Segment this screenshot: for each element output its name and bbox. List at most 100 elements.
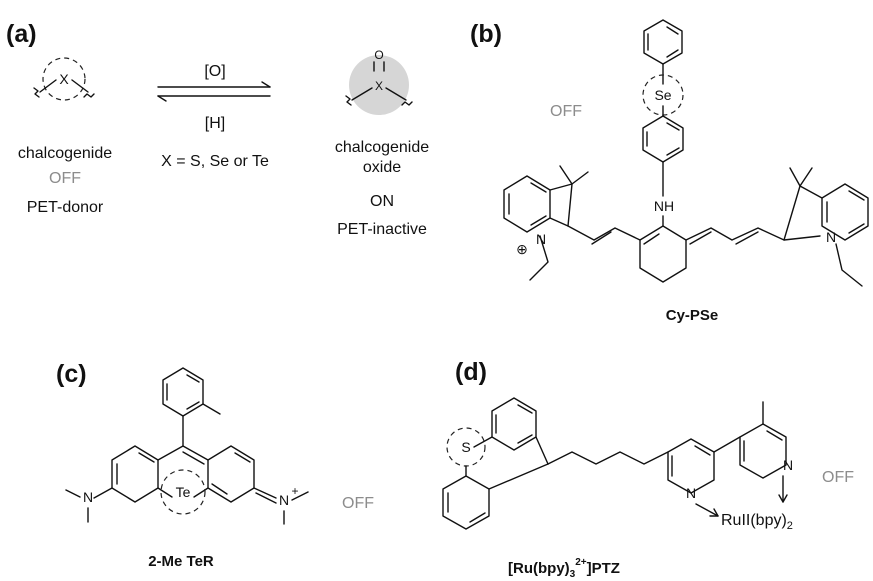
right-n-atom: N [279, 492, 289, 508]
oxidant-label: [O] [204, 63, 225, 80]
left-nme2-methyls [65, 489, 89, 523]
reactant-bond-left [39, 79, 57, 93]
panel-c-label: (c) [56, 360, 87, 388]
telluro-center-double [182, 451, 205, 465]
ptz-bottom-inner-bonds [447, 492, 486, 523]
product-structure: O X [345, 48, 413, 115]
panel-b-label: (b) [470, 20, 502, 48]
tolyl-methyl [202, 403, 221, 415]
panel-d-label: (d) [455, 358, 487, 386]
product-caption-oxide: oxide [363, 159, 401, 176]
right-pyridine-inner-bonds [743, 430, 783, 462]
ru-ptz-name-sup: 2+ [575, 557, 587, 568]
telluro-left-ring [111, 445, 159, 503]
middle-pyridine-inner-bonds [671, 445, 711, 477]
reactant-dashed-circle [42, 57, 86, 101]
coord-arrowhead-middle [709, 508, 719, 517]
reverse-arrow-head [157, 95, 167, 102]
product-highlight-circle [349, 55, 409, 115]
right-n-ethyl [835, 243, 863, 287]
ru-ptz-name-end: ]PTZ [587, 560, 620, 577]
ptz-bottom-bonds [465, 463, 549, 490]
left-five-ring [549, 183, 573, 227]
cy-pse-name: Cy-PSe [666, 307, 719, 324]
ru-ptz-name-sub: 3 [570, 569, 576, 580]
right-n-atom: N [783, 457, 793, 473]
top-phenyl-ring [643, 19, 683, 65]
ru-label-sub: 2 [787, 520, 793, 532]
middle-n-atom: N [686, 485, 696, 501]
ru-label-main: RuII(bpy) [721, 512, 787, 529]
middle-pyridine-ring [667, 438, 715, 494]
left-chain-double [591, 231, 612, 245]
reactant-atom-x: X [59, 71, 69, 87]
ptz-bottom-ring [442, 475, 490, 530]
ptz-top-s-bond [473, 436, 493, 448]
ru-ptz-name-main: [Ru(bpy) [508, 560, 570, 577]
right-n-atom: N [826, 229, 836, 245]
reactant-wavy-cuts [33, 87, 95, 98]
te-atom: Te [176, 484, 191, 500]
butyl-linker [547, 451, 669, 465]
product-bond-left [351, 87, 373, 101]
panel-a: (a) X [O] [H] O X chalcoge [6, 20, 429, 238]
panel-c-off: OFF [342, 495, 374, 512]
right-five-ring [783, 185, 823, 241]
ru-ptz-name: [Ru(bpy)32+]PTZ [508, 557, 620, 580]
left-indolium: N ⊕ [503, 165, 589, 281]
panel-c: (c) Te N N + OFF 2-Me TeR [56, 360, 374, 570]
right-chain-doubles [689, 231, 759, 245]
bipyridine-bond [713, 436, 741, 453]
ptz-top-inner-bonds [495, 404, 533, 444]
product-wavy-cuts [345, 95, 413, 106]
product-caption-pet-inactive: PET-inactive [337, 221, 427, 238]
product-bond-right [385, 87, 407, 101]
right-pyridine-ring [739, 423, 787, 479]
iminium-plus: + [291, 484, 298, 498]
ru-complex-label: RuII(bpy)2 [721, 512, 793, 532]
forward-arrow-head [261, 81, 271, 88]
aminophenyl-ring [642, 115, 684, 163]
se-atom: Se [654, 87, 671, 103]
aminophenyl-inner-bonds [646, 122, 680, 156]
product-double-bond [373, 61, 385, 72]
coord-arrowhead-right [778, 494, 788, 503]
top-phenyl-inner-bonds [647, 26, 679, 58]
right-indoline: N [783, 167, 869, 287]
reductant-label: [H] [205, 115, 225, 132]
left-n-ethyl [529, 235, 549, 281]
nh-atom: NH [654, 198, 674, 214]
product-atom-o: O [374, 48, 383, 62]
product-caption-chalcogenide: chalcogenide [335, 139, 429, 156]
telluro-center-ring [157, 445, 209, 498]
right-nme2-methyls [283, 491, 309, 525]
cyclohexene-double-bond [643, 233, 660, 245]
reactant-caption-off: OFF [49, 170, 81, 187]
coord-arrow-middle [695, 503, 719, 517]
te-dashed-circle [160, 469, 206, 515]
left-n-atom: N [83, 489, 93, 505]
panel-a-label: (a) [6, 20, 37, 48]
left-benzo-inner-bonds [508, 182, 547, 226]
panel-b: (b) OFF Se NH N ⊕ [470, 19, 869, 324]
positive-charge: ⊕ [516, 241, 528, 257]
tolyl-inner-bonds [166, 374, 200, 410]
right-benzo-inner-bonds [826, 190, 865, 234]
left-gem-dimethyl [559, 165, 589, 185]
left-benzo-ring [503, 175, 551, 233]
panel-b-off: OFF [550, 103, 582, 120]
product-atom-x: X [375, 79, 383, 93]
panel-d-off: OFF [822, 469, 854, 486]
left-nme2-bond [93, 487, 113, 499]
panel-d: (d) S N N RuII(bpy)2 OFF [Ru(bpy)32+]PTZ [442, 358, 854, 580]
left-polymethine-chain [567, 225, 641, 241]
equilibrium-arrows: [O] [H] [157, 63, 271, 132]
reactant-caption-pet-donor: PET-donor [27, 199, 104, 216]
2-me-ter-name: 2-Me TeR [148, 553, 214, 570]
right-gem-dimethyl [789, 167, 813, 187]
cyclohexene-ring [639, 225, 687, 283]
product-caption-on: ON [370, 193, 394, 210]
telluro-right-ring [207, 445, 255, 503]
ptz-top-ring [491, 397, 537, 451]
